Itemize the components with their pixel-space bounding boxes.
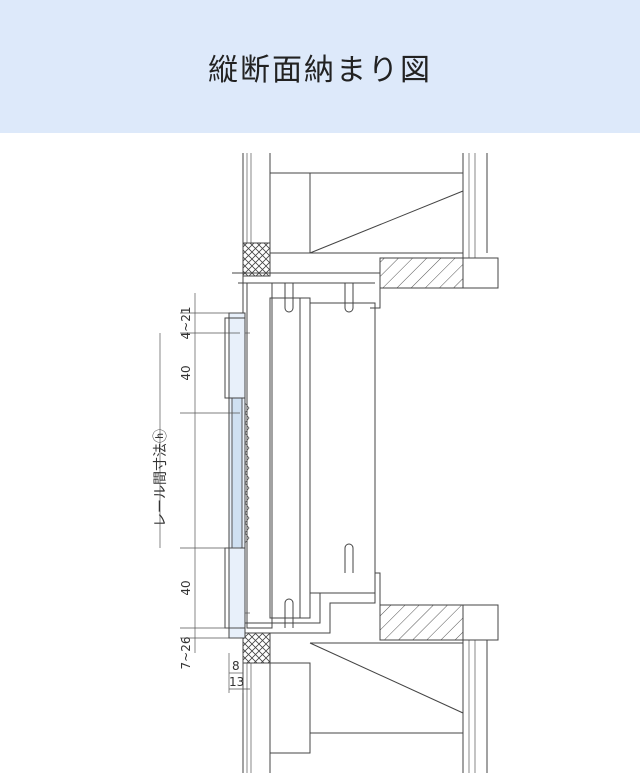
dim-bottom-gap: 7~26: [179, 637, 193, 670]
dim-depth-8: 8: [232, 659, 240, 673]
top-lintel: [242, 172, 499, 289]
dim-bottom-rail: 40: [179, 580, 193, 595]
dim-rail-spacing: レール間寸法ⓗ: [153, 429, 169, 527]
dimension-lines: [159, 293, 250, 693]
bottom-sill: [242, 604, 499, 754]
dim-top-rail: 40: [179, 365, 193, 380]
right-wall: [462, 153, 488, 773]
page-title: 縦断面納まり図: [208, 52, 432, 88]
screen-unit: [224, 312, 250, 639]
section-drawing: 4~21 40 レール間寸法ⓗ 40 7~26 8 13: [153, 153, 499, 773]
dim-top-gap: 4~21: [179, 307, 193, 340]
window-frame: [232, 272, 381, 638]
dim-depth-13: 13: [229, 675, 244, 689]
header-banner: 縦断面納まり図: [0, 0, 640, 133]
